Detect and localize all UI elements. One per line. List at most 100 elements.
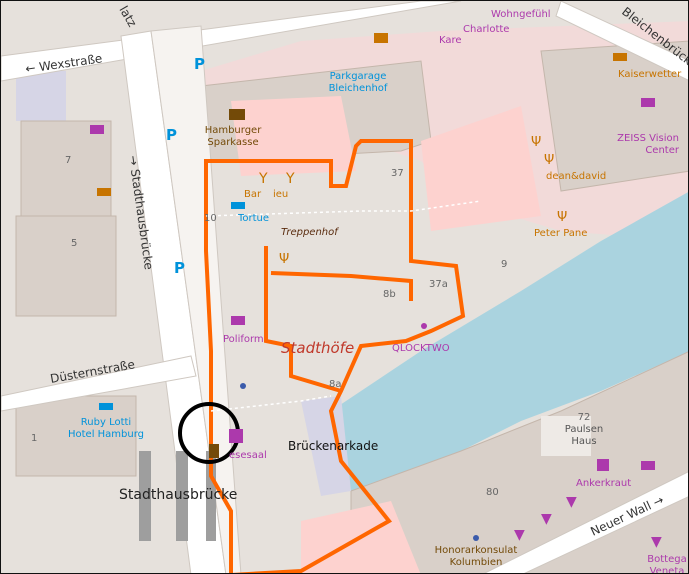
label-bottega: Bottega: [647, 554, 686, 565]
bridge-deck: [301, 396, 351, 496]
furniture-icon[interactable]: [641, 98, 655, 107]
road-duesternstrasse[interactable]: [1, 355, 197, 412]
platform: [139, 451, 151, 541]
platform: [176, 451, 188, 541]
house-number: 7: [65, 155, 71, 166]
label-bar: Bar: [244, 189, 262, 200]
label-honorarkonsulat: Honorarkonsulat: [435, 545, 518, 556]
label-tortue: Tortue: [237, 213, 269, 224]
highlight-building: [231, 96, 356, 176]
label-parkgarage: Parkgarage: [330, 71, 387, 82]
label-stadthoefe: Stadthöfe: [281, 339, 354, 357]
label-peter-pane: Peter Pane: [534, 228, 587, 239]
house-number: 37: [391, 168, 404, 179]
svg-text:Ψ: Ψ: [531, 135, 541, 150]
house-number: 37a: [429, 279, 448, 290]
label-paulsen-haus: Haus: [571, 436, 596, 447]
bank-icon[interactable]: [209, 444, 219, 458]
label-hamburger: Hamburger: [205, 125, 263, 136]
label-kare: Kare: [439, 35, 462, 46]
restaurant-icon[interactable]: [97, 188, 111, 196]
label-zeiss: ZEISS Vision: [617, 133, 679, 144]
shop-icon[interactable]: [229, 429, 243, 443]
house-number: 10: [204, 213, 217, 224]
label-qlocktwo: QLOCKTWO: [392, 343, 450, 354]
furniture-icon[interactable]: [231, 316, 245, 325]
house-number: 72: [578, 412, 591, 423]
svg-text:▼: ▼: [541, 511, 552, 527]
restaurant-icon[interactable]: [613, 53, 627, 61]
label-veneta: Veneta: [650, 566, 685, 574]
point-of-interest-dot: [240, 383, 246, 389]
svg-text:Ψ: Ψ: [544, 153, 554, 168]
label-bar-2: ieu: [273, 189, 288, 200]
footpath: [205, 200, 482, 217]
cafe-icon[interactable]: [374, 33, 388, 43]
label-poliform: Poliform: [223, 334, 264, 345]
label-esesaal: esesaal: [229, 450, 267, 461]
road-wexstrasse[interactable]: [1, 1, 462, 82]
building-tile: [16, 71, 66, 121]
parking-icon[interactable]: P: [194, 55, 205, 73]
label-bleichenhof: Bleichenhof: [329, 83, 388, 94]
shop-icon[interactable]: [90, 125, 104, 134]
svg-text:P: P: [166, 126, 177, 144]
stadthoefe-inner-outline: [264, 246, 342, 393]
road-neuer-wall[interactable]: [481, 471, 689, 574]
label-kolumbien: Kolumbien: [450, 557, 503, 568]
restaurant-icon[interactable]: Ψ: [544, 153, 554, 168]
hotel-icon[interactable]: [231, 202, 245, 209]
house-number: 8b: [383, 289, 396, 300]
label-hotel-hamburg: Hotel Hamburg: [68, 429, 144, 440]
stadthoefe-outline: [204, 139, 466, 573]
parking-icon[interactable]: P: [174, 259, 185, 277]
building: [20, 120, 112, 222]
bank-icon[interactable]: [229, 109, 245, 120]
label-treppenhof: Treppenhof: [281, 227, 339, 238]
canal-water: [331, 192, 688, 491]
svg-text:P: P: [174, 259, 185, 277]
footpath: [210, 395, 332, 412]
restaurant-icon[interactable]: Ψ: [557, 210, 567, 225]
house-number: 80: [486, 487, 499, 498]
building: [15, 395, 137, 477]
svg-text:▼: ▼: [651, 534, 662, 550]
label-stadthausbruecke-station: Stadthausbrücke: [119, 487, 237, 503]
svg-text:▼: ▼: [514, 527, 525, 543]
clothes-icon[interactable]: ▼ ▼ ▼ ▼: [514, 494, 662, 550]
platform: [206, 451, 216, 541]
restaurant-icon[interactable]: Ψ: [531, 135, 541, 150]
label-sparkasse: Sparkasse: [207, 137, 258, 148]
label-brueckenarkade: Brückenarkade: [288, 439, 378, 453]
restaurant-icon[interactable]: Ψ: [279, 252, 289, 267]
building-yard: [541, 416, 591, 456]
parking-icon[interactable]: P: [166, 126, 177, 144]
svg-text:P: P: [194, 55, 205, 73]
label-charlotte: Charlotte: [463, 24, 509, 35]
house-number: 9: [501, 259, 507, 270]
stadthoefe-inner-outline: [270, 271, 413, 301]
label-wohngefuehl: Wohngefühl: [491, 9, 551, 20]
furniture-icon[interactable]: [641, 461, 655, 470]
house-number: 1: [31, 433, 37, 444]
svg-text:Y: Y: [258, 171, 268, 187]
label-paulsen: Paulsen: [565, 424, 604, 435]
label-zeiss-center: Center: [645, 145, 680, 156]
svg-text:Ψ: Ψ: [279, 252, 289, 267]
svg-text:Ψ: Ψ: [557, 210, 567, 225]
road-stadthausbruecke[interactable]: [120, 30, 227, 574]
label-kaiserwetter: Kaiserwetter: [618, 69, 682, 80]
clothes-icon[interactable]: [597, 459, 609, 471]
point-of-interest-dot: [473, 535, 479, 541]
svg-text:▼: ▼: [566, 494, 577, 510]
point-of-interest-dot: [421, 323, 427, 329]
label-ruby-lotti: Ruby Lotti: [81, 417, 131, 428]
hotel-icon[interactable]: [99, 403, 113, 410]
highlight-building: [421, 106, 541, 231]
road-bleichenbruecke[interactable]: [555, 1, 689, 81]
svg-text:Y: Y: [285, 171, 295, 187]
label-dean-david: dean&david: [546, 171, 606, 182]
